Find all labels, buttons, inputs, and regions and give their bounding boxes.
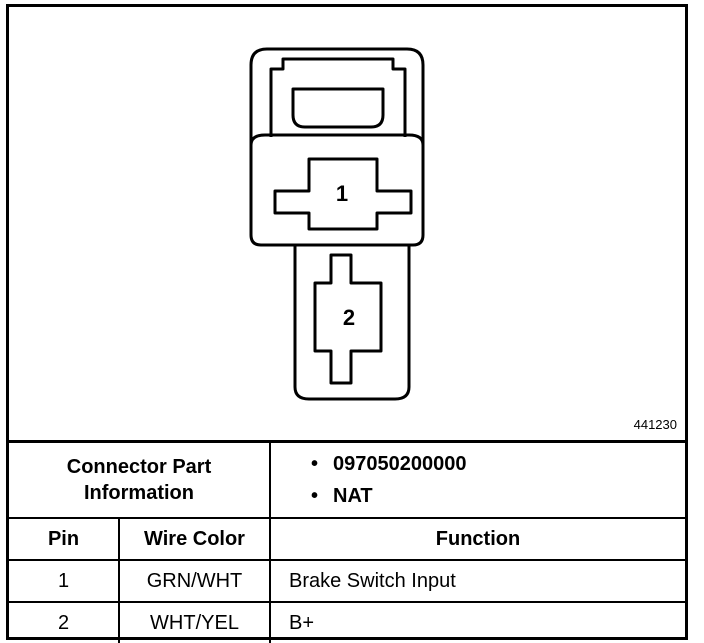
part-number: 097050200000 [333,453,467,475]
connector-body-upper [249,133,425,247]
latch-inner [269,57,407,137]
pin-2-cavity [313,253,383,385]
function-cell: Brake Switch Input [269,559,685,603]
part-info-list: • 097050200000 • NAT [269,440,685,519]
pin-cell: 1 [9,559,120,603]
header-pin: Pin [9,517,120,561]
wire-color-cell: WHT/YEL [118,601,271,643]
figure-id: 441230 [633,417,677,432]
pin-2-label: 2 [343,305,355,330]
part-info-item: • NAT [311,480,685,512]
header-function: Function [269,517,685,561]
function-cell: B+ [269,601,685,643]
header-wire-color: Wire Color [118,517,271,561]
connector-diagram: 1 2 441230 [9,7,685,440]
bullet-icon: • [311,453,319,475]
table-row: 1 GRN/WHT Brake Switch Input [9,559,685,603]
part-info-row: Connector Part Information • 097050200000… [9,440,685,519]
part-info-label: Connector Part Information [9,440,271,519]
latch-tab [291,87,385,129]
wire-color-cell: GRN/WHT [118,559,271,603]
bullet-icon: • [311,485,319,507]
connector-body-lower [293,245,411,401]
pin-1-label: 1 [336,181,348,206]
connector-drawing: 1 2 [249,47,425,401]
part-info-item: • 097050200000 [311,448,685,480]
part-info-label-line2: Information [84,482,194,504]
header-row: Pin Wire Color Function [9,517,685,561]
connector-frame: 1 2 441230 Connector Part Information • 0… [6,4,688,643]
pin-cell: 2 [9,601,120,643]
part-info-label-line1: Connector Part [66,456,212,478]
latch-outline [249,47,425,145]
pin-1-cavity [273,157,413,231]
connector-table: Connector Part Information • 097050200000… [9,440,685,643]
part-color: NAT [333,485,373,507]
table-row: 2 WHT/YEL B+ [9,601,685,643]
